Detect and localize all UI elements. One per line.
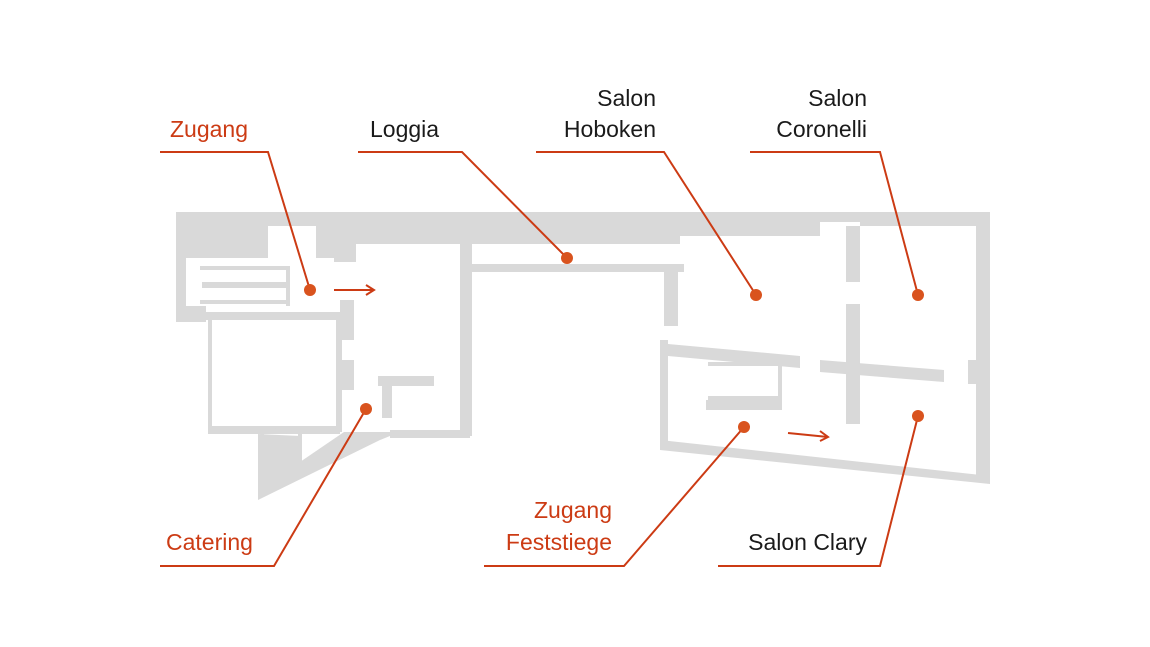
wall-right-inner — [846, 226, 860, 282]
leader-loggia — [358, 151, 568, 259]
wall-corner — [176, 306, 206, 322]
dot-salon-clary[interactable] — [912, 410, 924, 422]
stairs-left — [200, 266, 290, 306]
wall-inner-2 — [382, 376, 392, 418]
wall-right-pillar — [968, 360, 980, 384]
wall-cross-h — [820, 360, 944, 382]
wall-stair-left — [182, 258, 186, 320]
wall-inner-1 — [378, 376, 434, 386]
leader-coronelli — [750, 151, 919, 296]
wall-bottom-right — [660, 440, 990, 484]
wall-loggia-left — [460, 236, 472, 436]
wall-left-room-right — [336, 320, 342, 432]
label-salon-hoboken-line1: Salon — [597, 85, 656, 111]
dot-catering[interactable] — [360, 403, 372, 415]
wall-right-outer — [976, 226, 990, 482]
floor-plan-walls — [176, 212, 990, 500]
dot-salon-coronelli[interactable] — [912, 289, 924, 301]
direction-arrows — [334, 284, 830, 442]
wall-loggia-front — [460, 264, 684, 272]
wall-left-room-left — [208, 320, 212, 432]
wall-door-stub — [334, 250, 356, 262]
wall-inner-bottom — [390, 430, 470, 438]
label-loggia: Loggia — [370, 116, 439, 142]
labels: Zugang Loggia Salon Hoboken Salon Corone… — [166, 85, 867, 555]
label-zugang-feststiege-line2: Feststiege — [506, 529, 612, 555]
label-salon-clary: Salon Clary — [748, 529, 867, 555]
wall-wedge — [258, 432, 390, 500]
wall-top — [176, 212, 990, 258]
leader-hoboken — [536, 151, 757, 296]
label-zugang-feststiege-line1: Zugang — [534, 497, 612, 523]
label-catering: Catering — [166, 529, 253, 555]
dot-zugang-feststiege[interactable] — [738, 421, 750, 433]
leader-clary — [718, 415, 919, 567]
leader-catering — [160, 408, 367, 567]
dot-loggia[interactable] — [561, 252, 573, 264]
leader-feststiege — [484, 426, 745, 567]
label-salon-coronelli-line2: Coronelli — [776, 116, 867, 142]
label-salon-coronelli-line1: Salon — [808, 85, 867, 111]
label-zugang: Zugang — [170, 116, 248, 142]
wall-loggia-right — [664, 266, 678, 326]
dot-zugang[interactable] — [304, 284, 316, 296]
location-dots — [304, 252, 924, 433]
wall-pillar-1 — [340, 300, 354, 340]
wall-room-top — [186, 312, 346, 320]
wall-pillar-2 — [340, 360, 354, 390]
arrow-right-icon — [787, 430, 830, 442]
arrow-right-icon — [334, 284, 376, 296]
dot-salon-hoboken[interactable] — [750, 289, 762, 301]
wall-right-left — [660, 340, 668, 450]
leader-zugang — [160, 151, 311, 291]
label-salon-hoboken-line2: Hoboken — [564, 116, 656, 142]
stairs-right — [706, 362, 782, 410]
leader-lines — [160, 151, 919, 567]
wall-left-block — [176, 226, 182, 322]
